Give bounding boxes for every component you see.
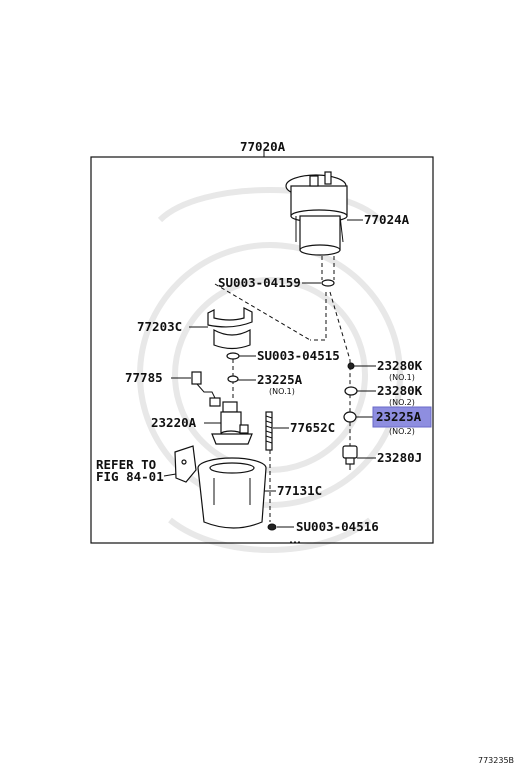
bracket-part: [207, 307, 253, 350]
fuel-cup-part: [197, 457, 267, 529]
watermark-emblem: [137, 187, 403, 553]
footer-code: 773235B: [478, 756, 514, 765]
label-su003-04515[interactable]: SU003-04515: [257, 348, 340, 363]
label-23225a-no1[interactable]: 23225A: [257, 372, 303, 387]
o-ring-k2-part: [344, 386, 358, 396]
fuel-pump-part: [211, 401, 253, 445]
label-77203c[interactable]: 77203C: [137, 319, 182, 334]
pump-filter-part: [265, 411, 273, 451]
label-23280j[interactable]: 23280J: [377, 450, 422, 465]
label-77024a[interactable]: 77024A: [364, 212, 410, 227]
label-77785[interactable]: 77785: [125, 370, 163, 385]
highlight-box: [372, 406, 432, 428]
gasket-04515-part: [226, 352, 240, 360]
label-23280k-no1[interactable]: 23280K: [377, 358, 423, 373]
label-su003-04516[interactable]: SU003-04516: [296, 519, 379, 534]
label-23220a[interactable]: 23220A: [151, 415, 197, 430]
sublabel-no2-k: (NO.2): [389, 398, 415, 407]
sublabel-no1-right: (NO.1): [389, 373, 415, 382]
gasket-04159-part: [321, 279, 335, 287]
fuel-sender-gauge-part: [285, 171, 348, 256]
diagram-frame: [90, 156, 434, 544]
gasket-04516-part: [267, 523, 277, 531]
label-77652c[interactable]: 77652C: [290, 420, 335, 435]
label-77131c[interactable]: 77131C: [277, 483, 322, 498]
pressure-regulator-part: [342, 445, 358, 470]
o-ring-highlight-part: [343, 411, 357, 423]
o-ring-k1-part: [347, 362, 355, 370]
label-refer-fig[interactable]: FIG 84-01: [96, 469, 164, 484]
o-ring-left-part: [227, 375, 239, 383]
label-su003-04159[interactable]: SU003-04159: [218, 275, 301, 290]
label-refer-to[interactable]: REFER TO: [96, 457, 156, 472]
wire-harness-part: [191, 371, 221, 407]
label-23225a-highlighted[interactable]: 23225A: [376, 409, 422, 424]
sublabel-no1-left: (NO.1): [269, 387, 295, 396]
sublabel-no2-highlight: (NO.2): [389, 427, 415, 436]
label-23280k-no2[interactable]: 23280K: [377, 383, 423, 398]
label-77020a[interactable]: 77020A: [240, 139, 286, 154]
